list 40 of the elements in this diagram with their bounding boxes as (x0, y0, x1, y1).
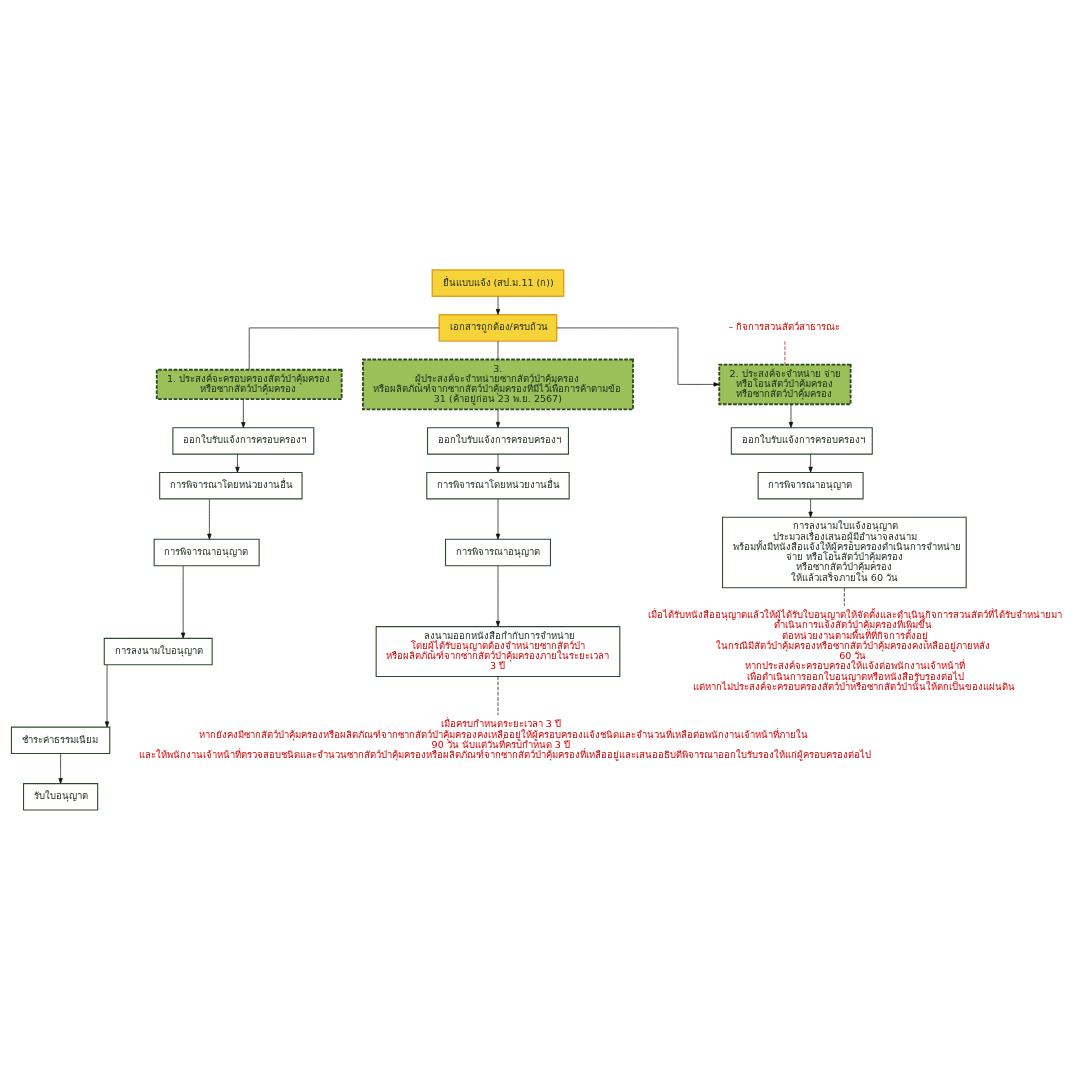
arrow (808, 498, 813, 518)
node-box: การลงนามใบอนุญาต (103, 637, 213, 666)
arrow (495, 498, 501, 540)
arrow (495, 565, 501, 627)
arrow (788, 404, 794, 428)
node-box: การพิจารณาอนุญาต (153, 538, 260, 567)
node-box: ยื่นแบบแจ้ง (สป.ม.11 (ก)) (431, 269, 565, 298)
node-text: – กิจการสวนสัตว์สาธารณะ (728, 321, 841, 333)
connector (497, 676, 499, 716)
node-box: ออกใบรับแจ้งการครอบครองฯ (426, 427, 569, 455)
connector (497, 340, 499, 360)
node-box: การลงนามใบแจ้งอนุญาต ประมวลเรื่องเสนอผู้มีอำนาจลงนาม พร้อมทั้งมีหนังสือแจ้งให้ผู้ครอบครองดำเนินการจำหน่าย จ่าย หรือโอนสัตว์ป่าคุ้มครอง หรือซากสัตว์ป่าคุ้มครอง ให้แล้วเสร็จภายใน 60 วัน (722, 516, 967, 589)
arrow (58, 753, 63, 784)
arrow (808, 454, 813, 473)
node-box: การพิจารณาอนุญาต (757, 471, 864, 500)
node-box: 3. ผู้ประสงค์จะจำหน่ายซากสัตว์ป่าคุ้มครอง หรือผลิตภัณฑ์จากซากสัตว์ป่าคุ้มครองที่มีไว้เพื่อการค้าตามข้อ 31 (ค้าอยู่ก่อน 23 พ.ย. 2567) (362, 358, 634, 411)
node-box: ออกใบรับแจ้งการครอบครองฯ (172, 427, 315, 455)
arrow (495, 409, 501, 428)
node-box: รับใบอนุญาต (23, 783, 99, 811)
node-box: การพิจารณาอนุญาต (444, 538, 551, 567)
node-box: การพิจารณาโดยหน่วยงานอื่น (159, 471, 303, 500)
arrow (241, 398, 246, 428)
node-box: การพิจารณาโดยหน่วยงานอื่น (426, 471, 570, 500)
node-box: 1. ประสงค์จะครอบครองสัตว์ป่าคุ้มครอง หรือซากสัตว์ป่าคุ้มครอง (155, 368, 343, 400)
node-box: ชำระค่าธรรมเนียม (10, 726, 111, 755)
arrow (181, 565, 186, 639)
node-box: เอกสารถูกต้อง/ครบถ้วน (438, 313, 558, 342)
arrow (495, 454, 501, 473)
connector (844, 587, 845, 607)
node-text: เมื่อครบกำหนดระยะเวลา 3 ปี หากยังคงมีซากสัตว์ป่าคุ้มครองหรือผลิตภัณฑ์จากซากสัตว์ป่าคุ้มครองคงเหลืออยู่ให้ผู้ครอบครองแจ้งชนิดและจำนวนที่เหลือต่อพนักงานเจ้าหน้าที่ภายใน 90 วัน นับแต่วันที่ครบกำหนด 3 ปี และให้พนักงานเจ้าหน้าที่ตรวจสอบชนิดและจำนวนซากสัตว์ป่าคุ้มครองหรือผลิตภัณฑ์จากซากสัตว์ป่าคุ้มครองที่เหลืออยู่และเสนออธิบดีพิจารณาออกใบรับรองให้แก่ผู้ครอบครองต่อไป (138, 718, 871, 761)
arrow (495, 296, 501, 315)
node-box: ลงนามออกหนังสือกำกับการจำหน่าย โดยผู้ได้รับอนุญาตต้องจำหน่ายซากสัตว์ป่า หรือผลิตภัณฑ์จากซากสัตว์ป่าคุ้มครองภายในระยะเวลา 3 ปี (375, 626, 621, 678)
arrow (104, 664, 110, 728)
arrow (235, 454, 240, 473)
node-text: เมื่อได้รับหนังสืออนุญาตแล้วให้ผู้ได้รับใบอนุญาตให้จัดตั้งและดำเนินกิจการสวนสัตว์ที่ได้รับจำหน่ายมา ดำเนินการแจ้งสัตว์ป่าคุ้มครองที่เพิ่มขึ้น ต่อหน่วยงานตามพื้นที่ที่กิจการตั้งอยู่ ในกรณีมีสัตว์ป่าคุ้มครองหรือซากสัตว์ป่าคุ้มครองคงเหลืออยู่ภายหลัง 60 วัน หากประสงค์จะครอบครองให้แจ้งต่อพนักงานเจ้าหน้าที่ เพื่อดำเนินการออกใบอนุญาตหรือหนังสือรับรองต่อไป แต่หากไม่ประสงค์จะครอบครองสัตว์ป่าหรือซากสัตว์ป่านั้นให้ตกเป็นของแผ่นดิน (648, 609, 1063, 692)
arrow (556, 327, 720, 387)
arrow (207, 498, 212, 540)
connector (248, 327, 440, 370)
node-box: ออกใบรับแจ้งการครอบครองฯ (730, 427, 873, 455)
node-box: 2. ประสงค์จะจำหน่าย จ่าย หรือโอนสัตว์ป่าคุ้มครอง หรือซากสัตว์ป่าคุ้มครอง (718, 363, 852, 406)
